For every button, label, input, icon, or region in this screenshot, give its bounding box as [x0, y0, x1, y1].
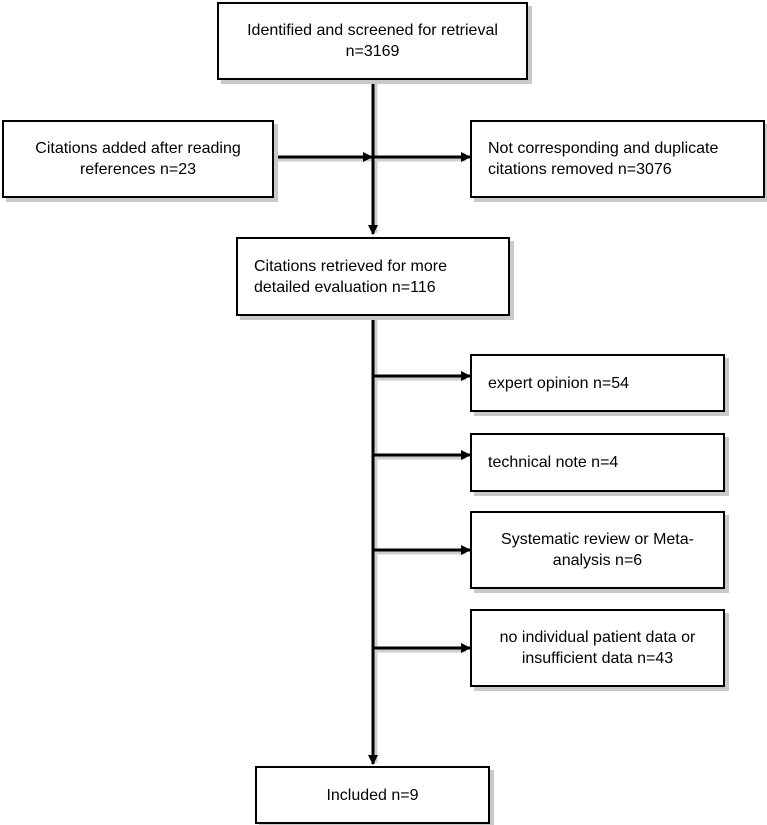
- box-technical-text: technical note n=4: [488, 454, 619, 471]
- box-added: Citations added after reading references…: [2, 120, 274, 198]
- box-expert: expert opinion n=54: [470, 354, 725, 412]
- box-added-text: Citations added after reading references…: [35, 140, 241, 178]
- box-expert-text: expert opinion n=54: [488, 374, 629, 392]
- box-systematic-text: Systematic review or Meta-analysis n=6: [501, 531, 694, 569]
- box-identified: Identified and screened for retrieval n=…: [217, 2, 528, 80]
- box-included-text: Included n=9: [326, 786, 419, 804]
- box-technical: technical note n=4: [470, 433, 725, 492]
- box-retrieved-text: Citations retrieved for more detailed ev…: [254, 257, 447, 296]
- box-removed-text: Not corresponding and duplicate citation…: [488, 140, 719, 178]
- box-identified-text: Identified and screened for retrieval n=…: [247, 22, 498, 60]
- box-no-data-text: no individual patient data or insufficie…: [499, 629, 696, 667]
- box-retrieved: Citations retrieved for more detailed ev…: [236, 237, 510, 316]
- box-removed: Not corresponding and duplicate citation…: [470, 120, 765, 198]
- box-included: Included n=9: [255, 766, 490, 824]
- box-systematic: Systematic review or Meta-analysis n=6: [470, 511, 725, 589]
- box-no-data: no individual patient data or insufficie…: [470, 609, 725, 687]
